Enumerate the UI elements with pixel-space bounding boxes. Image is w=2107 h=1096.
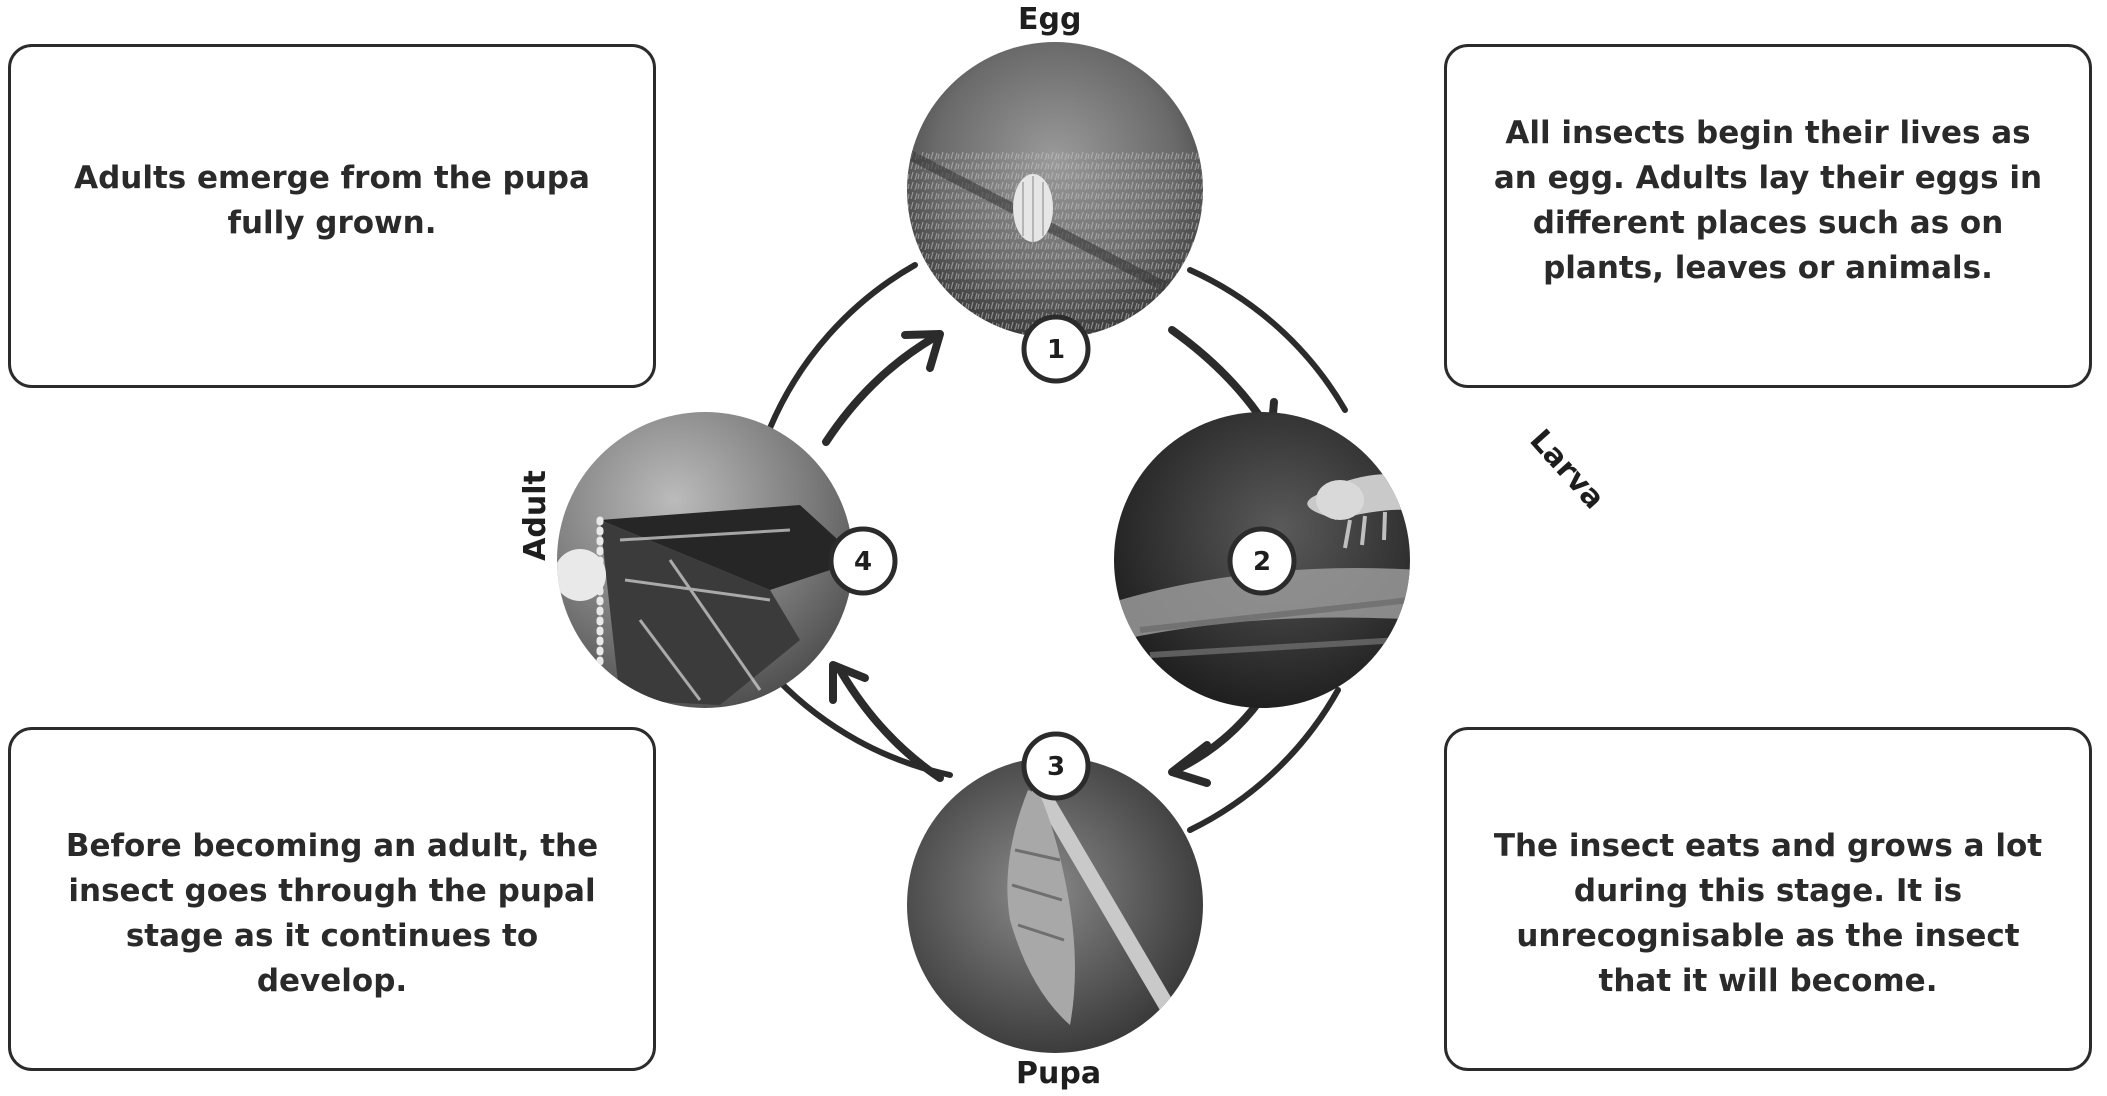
- butterfly-photo-icon: [550, 410, 860, 710]
- outer-arc-pupa-adult: [778, 680, 950, 775]
- outer-arc-larva-pupa: [1190, 690, 1338, 830]
- outer-arc-adult-egg: [770, 265, 915, 428]
- arrow-pupa-to-adult: [840, 670, 940, 778]
- pupa-label: Pupa: [1016, 1056, 1101, 1091]
- stage-number-badge-3: 3: [1024, 734, 1088, 798]
- arrow-adult-to-egg: [826, 337, 935, 442]
- stage-number-badge-4: 4: [831, 529, 895, 593]
- stage-number-2: 2: [1253, 547, 1271, 577]
- stage-number-1: 1: [1047, 335, 1065, 365]
- egg-photo-icon: [900, 40, 1210, 340]
- stage-number-4: 4: [854, 547, 872, 577]
- stage-number-3: 3: [1047, 752, 1065, 782]
- adult-label: Adult: [518, 470, 553, 561]
- stage-number-badge-1: 1: [1024, 317, 1088, 381]
- outer-arc-egg-larva: [1190, 270, 1345, 410]
- stage-number-badge-2: 2: [1230, 529, 1294, 593]
- egg-label: Egg: [1018, 2, 1081, 37]
